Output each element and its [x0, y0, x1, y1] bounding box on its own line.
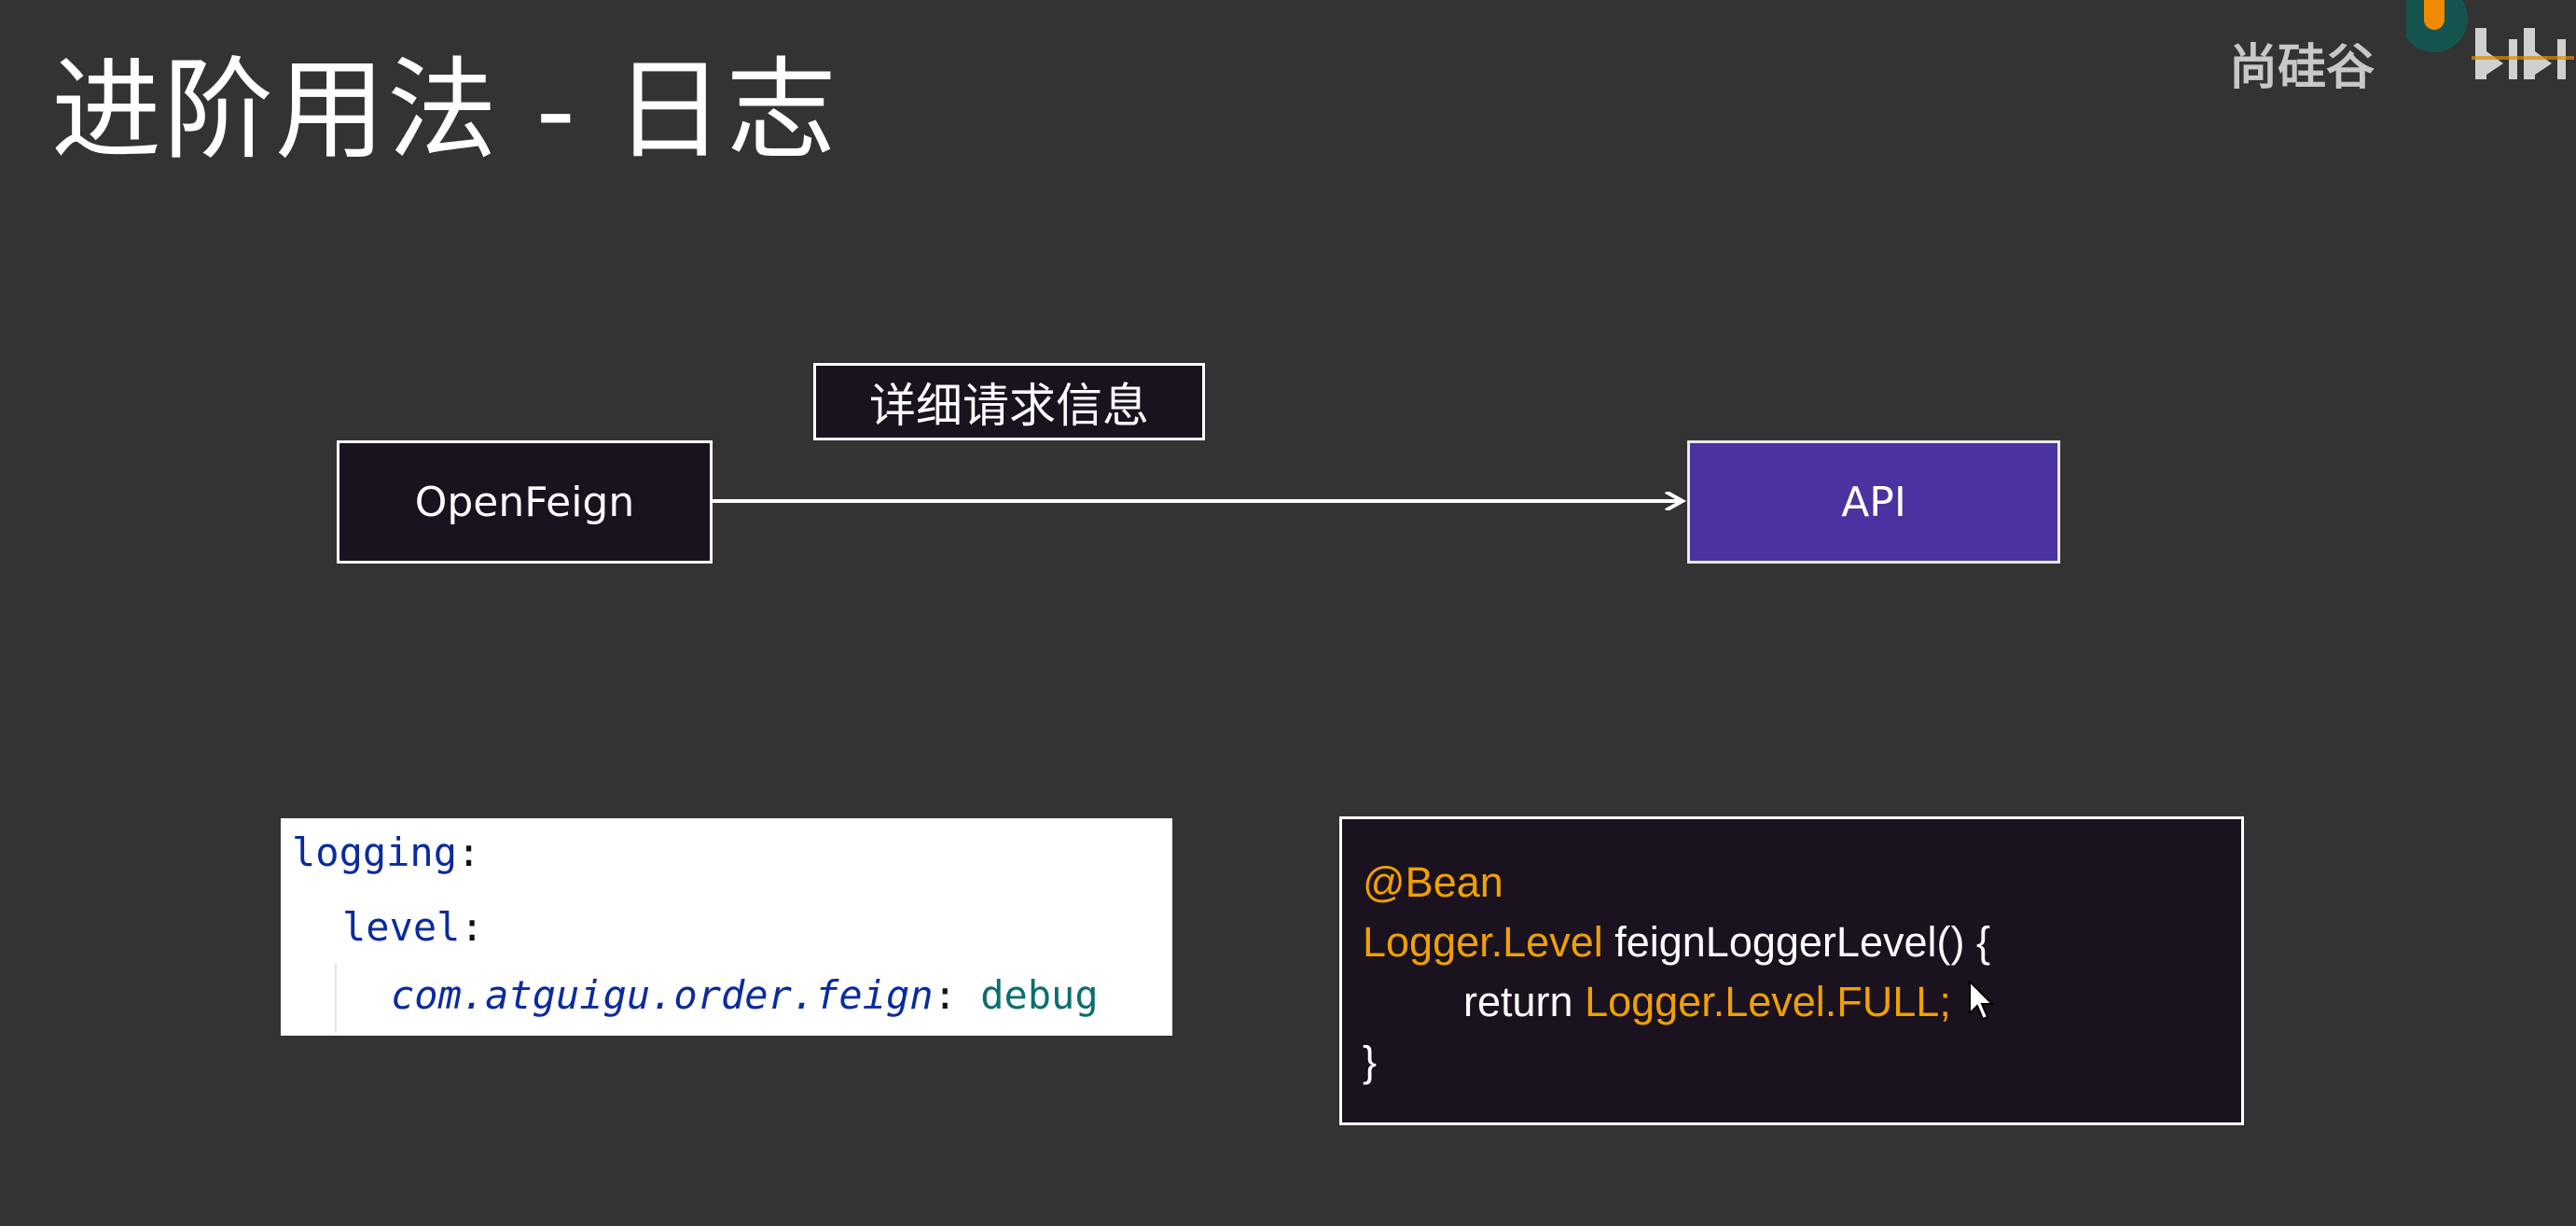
mouse-cursor-icon — [1969, 980, 1995, 1021]
yaml-key-level: level — [342, 904, 461, 950]
brand-name: 尚硅谷 — [2229, 40, 2375, 96]
code-return-keyword: return — [1463, 978, 1586, 1025]
openfeign-node: OpenFeign — [337, 440, 713, 564]
yaml-colon: : — [460, 904, 484, 950]
yaml-colon: : — [933, 972, 957, 1018]
arrow-icon — [713, 492, 1687, 510]
yaml-key-logging: logging — [292, 829, 458, 875]
yaml-key-package: com.atguigu.order.feign — [391, 972, 934, 1018]
api-node: API — [1687, 440, 2060, 564]
brand-logo — [2406, 0, 2574, 79]
code-semicolon: ; — [1939, 978, 1951, 1025]
code-return-type: Logger.Level — [1363, 918, 1603, 966]
java-code-snippet: @Bean Logger.Level feignLoggerLevel() { … — [1339, 816, 2244, 1125]
slide-title: 进阶用法 - 日志 — [51, 46, 838, 174]
edge-label: 详细请求信息 — [813, 363, 1205, 440]
code-method: feignLoggerLevel() { — [1602, 918, 1991, 966]
code-annotation: @Bean — [1363, 858, 1503, 906]
code-return-value: Logger.Level.FULL — [1585, 978, 1940, 1025]
yaml-colon: : — [457, 829, 481, 875]
code-closing-brace: } — [1363, 1038, 1378, 1085]
indent-guide — [335, 963, 337, 1033]
yaml-config-snippet: logging: level: com.atguigu.order.feign:… — [281, 818, 1172, 1036]
yaml-value-debug: debug — [980, 972, 1099, 1018]
